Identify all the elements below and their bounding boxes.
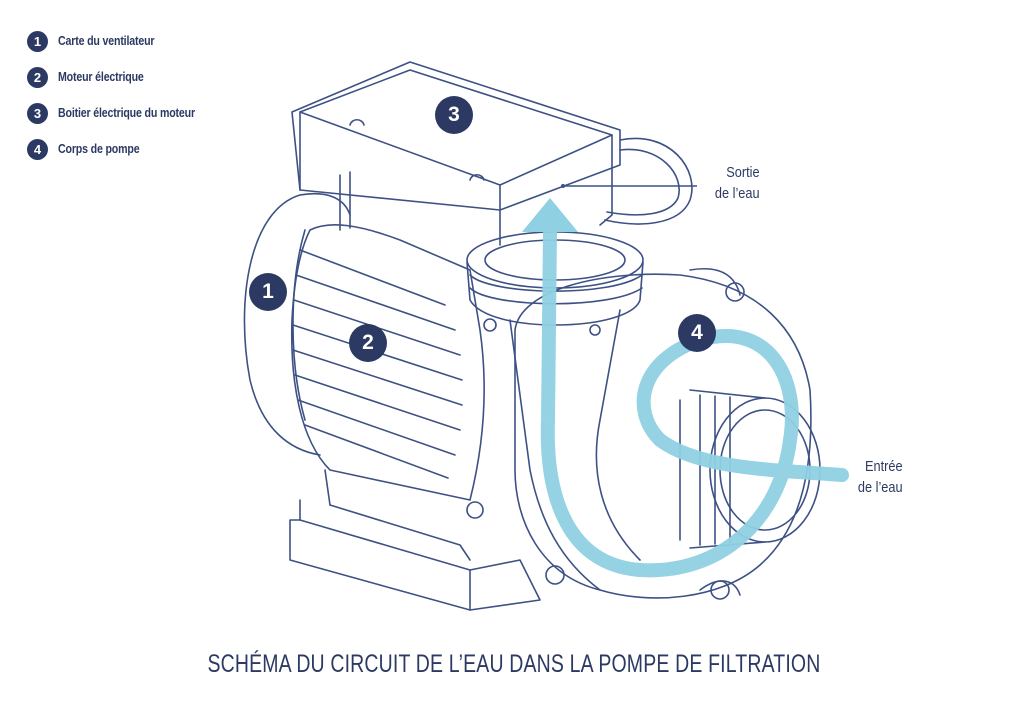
inlet-label-line2: de l’eau — [858, 479, 903, 496]
diagram-title: SCHÉMA DU CIRCUIT DE L’EAU DANS LA POMPE… — [0, 650, 1027, 679]
outlet-neck — [509, 319, 601, 591]
water-flow-path — [540, 223, 849, 578]
legend-item: 2 Moteur électrique — [27, 59, 219, 95]
legend-label: Boitier électrique du moteur — [58, 106, 195, 120]
legend-item: 4 Corps de pompe — [27, 131, 219, 167]
legend-number-badge: 3 — [27, 102, 48, 124]
motor-body — [290, 224, 485, 501]
pump-volute — [514, 273, 812, 599]
motor-badge: 2 — [349, 324, 387, 362]
inlet-label-line1: Entrée — [865, 458, 903, 475]
fan-cover-badge: 1 — [249, 273, 287, 311]
legend-number-badge: 1 — [27, 30, 48, 52]
legend-item: 3 Boitier électrique du moteur — [27, 95, 219, 131]
legend-number-badge: 4 — [27, 138, 48, 160]
legend-label: Carte du ventilateur — [58, 34, 155, 48]
water-flow-arrow — [522, 198, 578, 232]
diagram-title-text: SCHÉMA DU CIRCUIT DE L’EAU DANS LA POMPE… — [206, 650, 821, 678]
fan-cover — [243, 194, 321, 456]
legend-item: 1 Carte du ventilateur — [27, 23, 219, 59]
outlet-label-line2: de l’eau — [715, 185, 760, 202]
pump-base — [289, 519, 541, 611]
legend: 1 Carte du ventilateur 2 Moteur électriq… — [27, 23, 219, 167]
pump-body-badge: 4 — [678, 314, 716, 352]
outlet-label-line1: Sortie — [726, 164, 760, 181]
legend-label: Moteur électrique — [58, 70, 144, 84]
legend-number-badge: 2 — [27, 66, 48, 88]
electrical-box-badge: 3 — [435, 96, 473, 134]
legend-label: Corps de pompe — [58, 142, 140, 156]
inlet-label: Entrée de l’eau — [858, 456, 903, 498]
outlet-label: Sortie de l’eau — [715, 162, 760, 204]
